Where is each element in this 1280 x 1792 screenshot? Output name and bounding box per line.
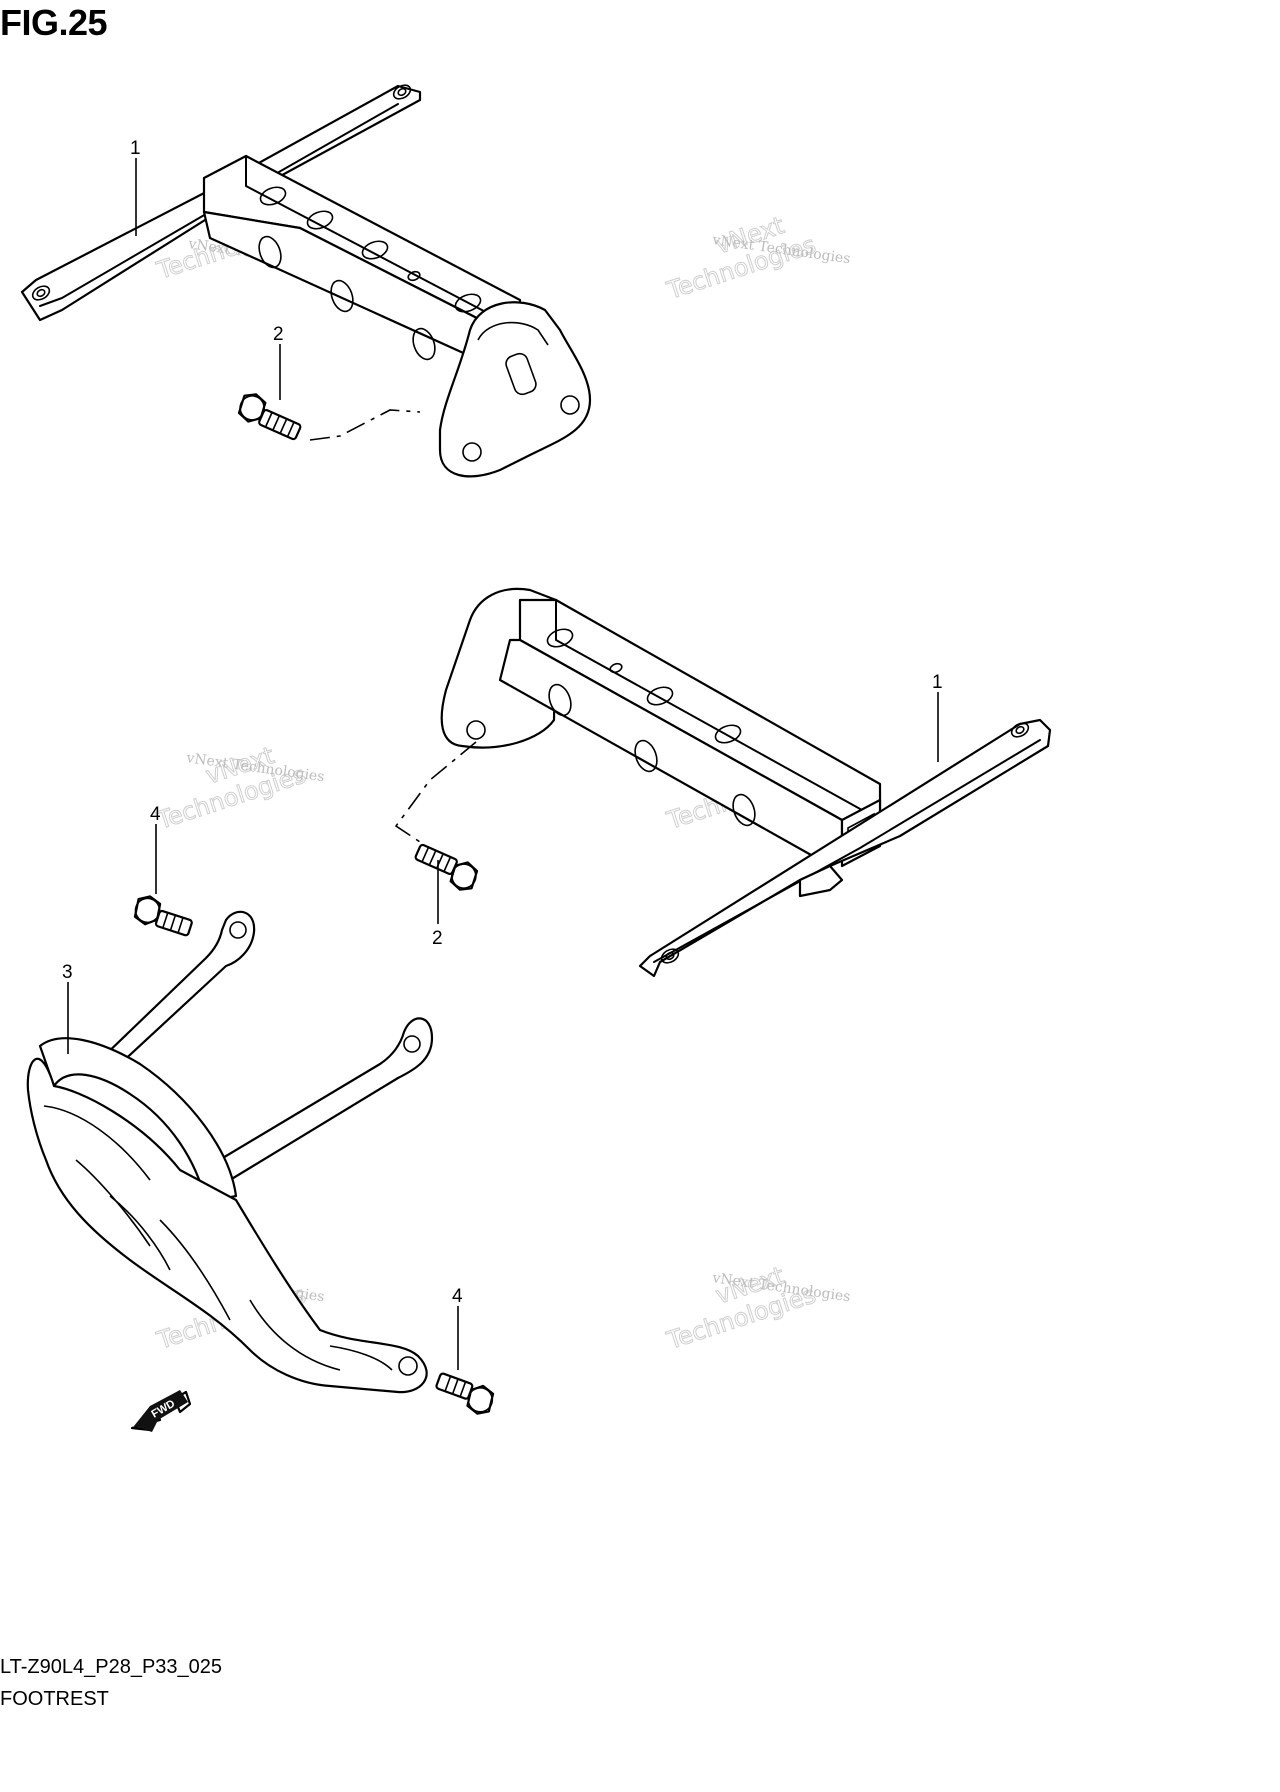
figure-code: LT-Z90L4_P28_P33_025 [0,1656,223,1678]
callout-number: 1 [130,138,141,159]
connector-line [394,741,477,843]
callout-number: 2 [432,928,443,949]
footrest-bracket-lower [440,587,1052,978]
callout-number: 4 [452,1286,463,1307]
heel-guard [26,910,434,1394]
callout-number: 4 [150,804,161,825]
callout-leaders [67,158,939,1370]
footrest-bracket-upper [20,84,592,478]
callout-labels: 1 2 1 2 4 3 4 [62,138,943,1307]
callout-number: 1 [932,672,943,693]
flange-bolt-lower [414,843,479,891]
connector-line [309,409,421,441]
bolt-4-lower [435,1372,495,1415]
figure-title: FIG.25 [0,2,108,43]
bolt-4-upper [133,895,193,937]
fwd-label: FWD [150,1398,178,1421]
fwd-arrow-icon: FWD [130,1390,192,1432]
flange-bolt-upper [237,393,302,441]
figure-name: FOOTREST [0,1688,109,1710]
callout-number: 3 [62,962,73,983]
callout-number: 2 [273,324,284,345]
